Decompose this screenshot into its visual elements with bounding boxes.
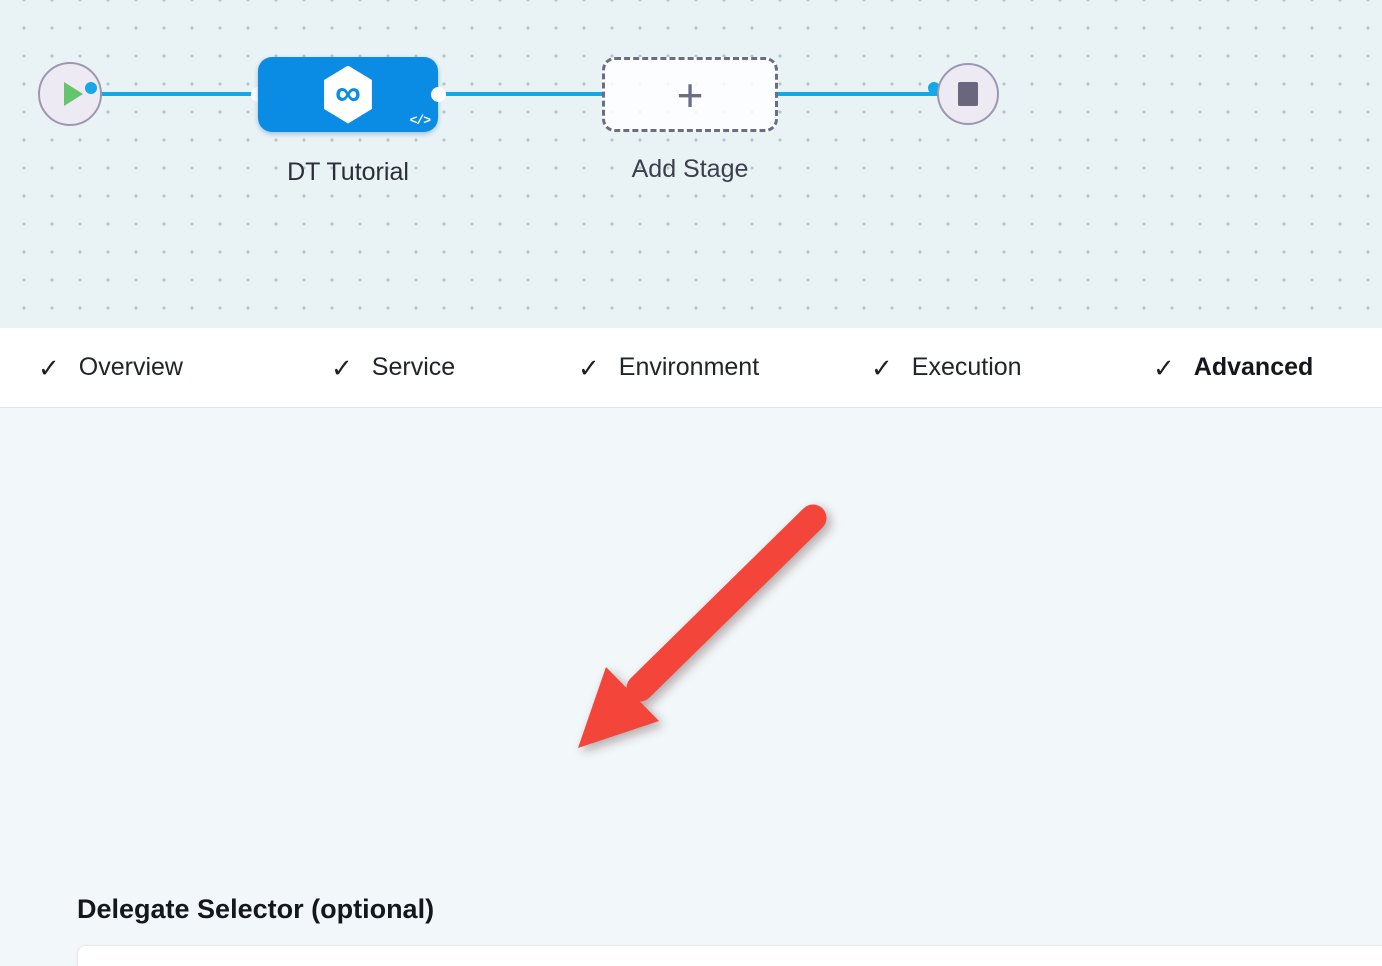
- stage-label: DT Tutorial: [287, 158, 409, 186]
- tab-label: Advanced: [1193, 353, 1314, 381]
- tab-execution[interactable]: ✓ Execution: [871, 328, 1022, 407]
- tab-overview[interactable]: ✓ Overview: [38, 328, 183, 407]
- check-icon: ✓: [331, 352, 353, 383]
- stage-config-tabbar: ✓ Overview ✓ Service ✓ Environment ✓ Exe…: [0, 328, 1382, 736]
- pipeline-canvas[interactable]: ∞ </> + DT Tutorial Add Stage: [0, 0, 1382, 328]
- edge-addstage-to-end: [778, 92, 942, 96]
- tab-label: Execution: [911, 353, 1022, 381]
- pipeline-end-node[interactable]: [937, 63, 999, 125]
- delegate-selector-card: [77, 945, 1382, 966]
- connector-port-start[interactable]: [85, 82, 97, 94]
- tab-label: Overview: [78, 353, 183, 381]
- stage-node-dt-tutorial[interactable]: ∞ </>: [258, 57, 438, 132]
- check-icon: ✓: [38, 352, 60, 383]
- check-icon: ✓: [871, 352, 893, 383]
- tab-label: Environment: [618, 353, 760, 381]
- edge-stage-to-addstage: [438, 92, 604, 96]
- tab-advanced[interactable]: ✓ Advanced: [1153, 328, 1313, 407]
- check-icon: ✓: [1153, 352, 1175, 383]
- tab-label: Service: [371, 353, 456, 381]
- tab-service[interactable]: ✓ Service: [331, 328, 455, 407]
- code-icon: </>: [409, 113, 431, 128]
- edge-start-to-stage: [97, 92, 261, 96]
- play-icon: [63, 82, 83, 106]
- plus-icon: +: [676, 68, 704, 121]
- deployment-stage-icon: ∞: [324, 65, 372, 124]
- tab-environment[interactable]: ✓ Environment: [578, 328, 759, 407]
- stage-port-right[interactable]: [431, 87, 446, 102]
- add-stage-button[interactable]: +: [602, 57, 778, 132]
- stop-icon: [958, 82, 978, 106]
- check-icon: ✓: [578, 352, 600, 383]
- delegate-selector-section-title: Delegate Selector (optional): [77, 894, 435, 924]
- advanced-tab-panel: Delegate Selector (optional) Co Define D…: [0, 408, 1382, 966]
- pipeline-start-node[interactable]: [38, 62, 102, 126]
- add-stage-label: Add Stage: [631, 155, 749, 183]
